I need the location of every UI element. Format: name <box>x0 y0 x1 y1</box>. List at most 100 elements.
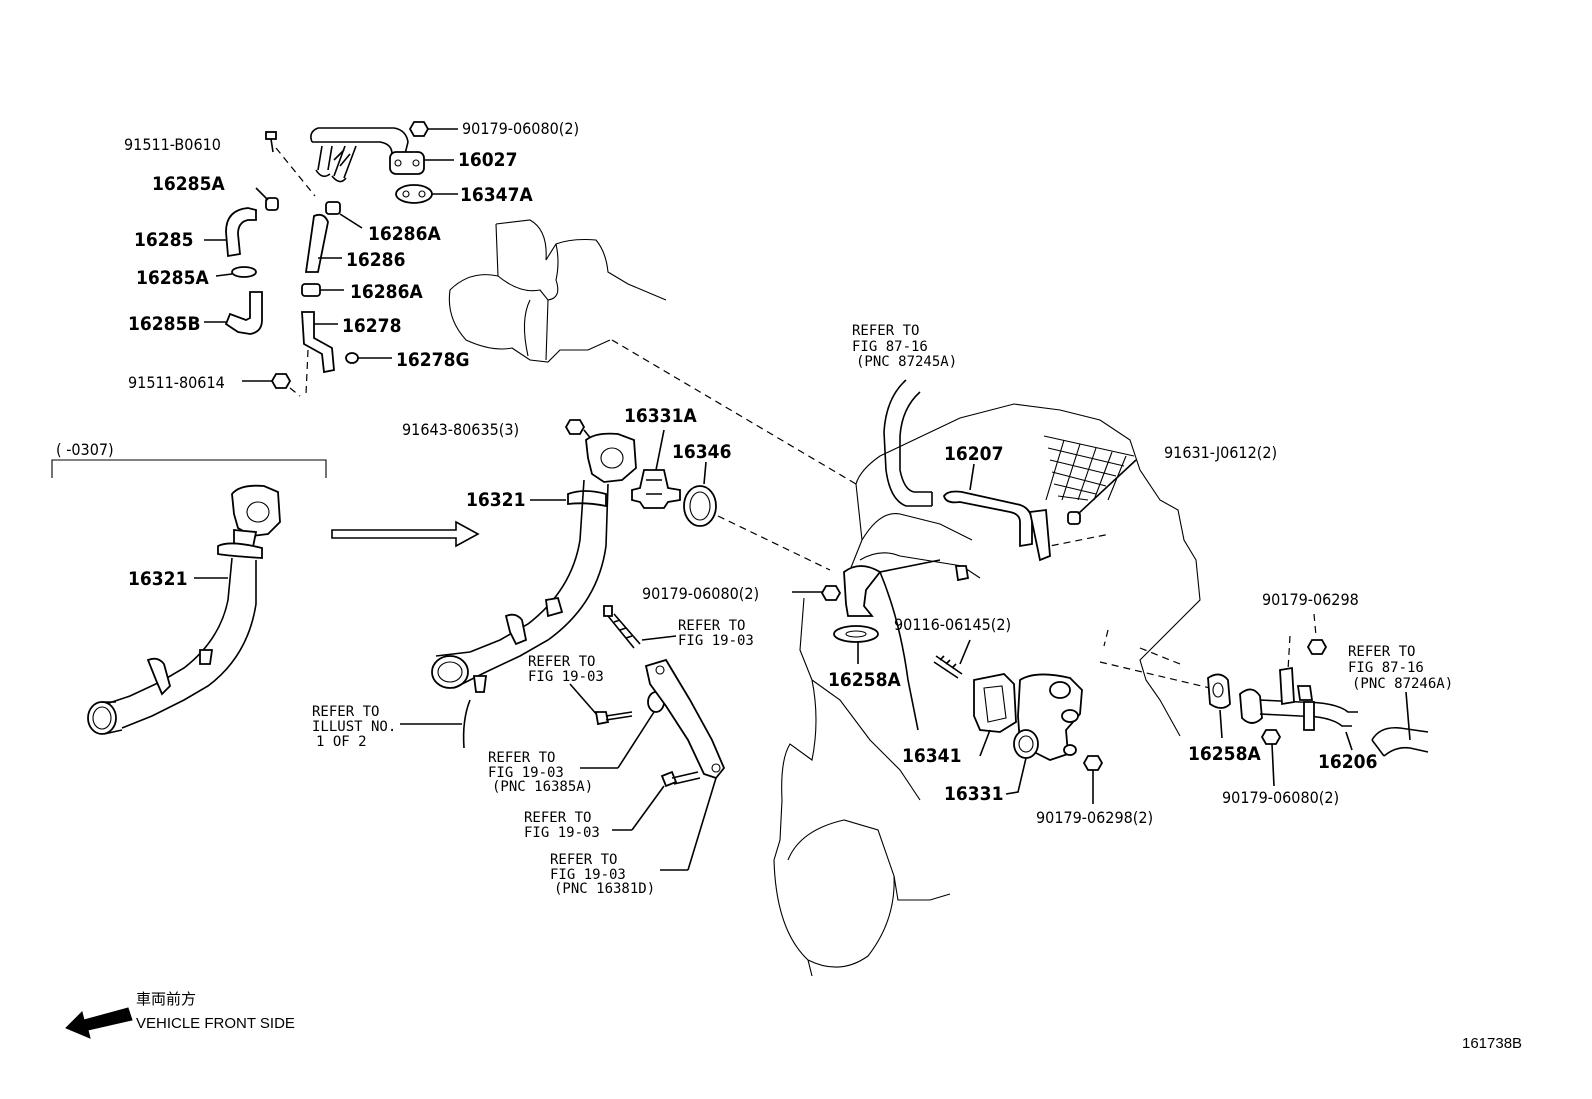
bolt-91511-80614 <box>242 373 292 389</box>
label-16286: 16286 <box>346 249 405 271</box>
ref-fig1903-d1: REFER TO <box>524 810 591 826</box>
label-90179-06298: 90179-06298 <box>1262 590 1359 609</box>
label-90179-06080-top: 90179-06080(2) <box>462 119 579 138</box>
label-91631-j0612: 91631-J0612(2) <box>1164 443 1277 462</box>
clip-16286a-lower <box>301 283 344 297</box>
label-16278g: 16278G <box>396 349 470 371</box>
label-16286a-lower: 16286A <box>350 281 423 303</box>
water-inlet-housing-16331 <box>1005 673 1083 795</box>
label-91643-80635: 91643-80635(3) <box>402 420 519 439</box>
label-16331: 16331 <box>944 783 1003 805</box>
ref-fig8716-b3: (PNC 87246A) <box>1352 676 1453 692</box>
pipe-16207 <box>943 463 1051 562</box>
ref-fig1903-c1: REFER TO <box>488 750 555 766</box>
arrow-right-icon <box>331 520 480 548</box>
ref-fig1903-b1: REFER TO <box>528 654 595 670</box>
ref-fig8716-b1: REFER TO <box>1348 644 1415 660</box>
nut-90179-06080-mid <box>792 585 842 601</box>
bolt-refer-b <box>594 711 633 726</box>
label-16285: 16285 <box>134 229 193 251</box>
bolt-91511-b0610 <box>265 131 277 153</box>
clip-16286a-upper <box>325 201 363 229</box>
engine-outline <box>773 403 1201 977</box>
label-16278: 16278 <box>342 315 401 337</box>
pipe-16278 <box>301 311 338 374</box>
ref-fig1903-a2: FIG 19-03 <box>678 633 754 649</box>
water-inlet-16321 <box>431 432 637 693</box>
label-91511-b0610: 91511-B0610 <box>124 135 221 154</box>
gasket-16346 <box>683 461 717 527</box>
nut-90179-06080-right <box>1260 729 1282 787</box>
bolt-long-refer <box>603 605 677 649</box>
figure-id: 161738B <box>1462 1035 1522 1052</box>
label-16285b: 16285B <box>128 313 201 335</box>
ref-illust-line1: REFER TO <box>312 704 379 720</box>
ref-illust-line2: ILLUST NO. <box>312 719 396 735</box>
label-16321-early: 16321 <box>128 568 187 590</box>
ref-fig1903-d2: FIG 19-03 <box>524 825 600 841</box>
ref-fig1903-c3: (PNC 16385A) <box>492 779 593 795</box>
hose-refer-87246a <box>1371 691 1429 757</box>
bolt-91643-80635 <box>564 419 593 441</box>
clip-16285a-lower <box>215 266 257 278</box>
label-16285a-lower: 16285A <box>136 267 209 289</box>
label-90179-06298-2: 90179-06298(2) <box>1036 808 1153 827</box>
arrow-left-icon <box>65 1007 133 1039</box>
pipe-16206 <box>1239 666 1358 751</box>
stud-90116-06145 <box>933 639 971 679</box>
pipe-16027 <box>310 127 425 183</box>
ref-fig1903-a1: REFER TO <box>678 618 745 634</box>
label-16286a-upper: 16286A <box>368 223 441 245</box>
label-90116-06145: 90116-06145(2) <box>894 615 1011 634</box>
gasket-16258a-right <box>1207 673 1231 739</box>
gasket-16347a <box>395 184 458 204</box>
label-16285a-upper: 16285A <box>152 173 225 195</box>
ref-fig1903-e3: (PNC 16381D) <box>554 881 655 897</box>
label-16347a: 16347A <box>460 184 533 206</box>
nut-90179-06298 <box>1287 613 1328 671</box>
hose-refer-87245a <box>883 379 933 507</box>
ref-fig1903-b2: FIG 19-03 <box>528 669 604 685</box>
outlet-pipe-center <box>833 559 941 664</box>
ref-fig1903-c2: FIG 19-03 <box>488 765 564 781</box>
label-90179-06080-mid: 90179-06080(2) <box>642 584 759 603</box>
bypass-pipe-assembly <box>204 121 458 397</box>
intake-hatch <box>1043 435 1135 501</box>
bolt-refer-d <box>631 770 701 831</box>
label-16258a-right: 16258A <box>1188 743 1261 765</box>
label-16331a: 16331A <box>624 405 697 427</box>
ref-illust-line3: 1 OF 2 <box>316 734 367 750</box>
label-16258a-center: 16258A <box>828 669 901 691</box>
ref-fig8716-b2: FIG 87-16 <box>1348 660 1424 676</box>
label-16321: 16321 <box>466 489 525 511</box>
nut-90179-06298-2 <box>1082 755 1104 804</box>
ref-fig1903-e1: REFER TO <box>550 852 617 868</box>
clip-16285a-upper <box>255 187 279 211</box>
label-16027: 16027 <box>458 149 517 171</box>
vehicle-front-en: VEHICLE FRONT SIDE <box>136 1015 295 1032</box>
label-91511-80614: 91511-80614 <box>128 373 225 392</box>
ref-fig8716-a1: REFER TO <box>852 323 919 339</box>
thermostat-16331a <box>631 429 681 509</box>
bolt-91631-j0612 <box>1067 459 1137 525</box>
ref-fig1903-e2: FIG 19-03 <box>550 867 626 883</box>
bracket-refer-e <box>644 658 726 871</box>
label-range: ( -0307) <box>56 440 114 459</box>
hose-16285 <box>204 207 257 258</box>
vehicle-front-jp: 車両前方 <box>136 991 196 1008</box>
ref-fig8716-a2: FIG 87-16 <box>852 339 928 355</box>
ref-fig8716-a3: (PNC 87245A) <box>856 354 957 370</box>
label-16207: 16207 <box>944 443 1003 465</box>
water-inlet-16321-early <box>87 484 281 735</box>
label-16346: 16346 <box>672 441 731 463</box>
oring-16278g <box>345 352 392 364</box>
gasket-16341 <box>973 673 1017 757</box>
label-16206: 16206 <box>1318 751 1377 773</box>
union-16285b <box>204 291 263 335</box>
label-16341: 16341 <box>902 745 961 767</box>
nut-90179-06080-top <box>408 121 458 137</box>
hose-16286 <box>304 213 342 273</box>
label-90179-06080-right: 90179-06080(2) <box>1222 788 1339 807</box>
